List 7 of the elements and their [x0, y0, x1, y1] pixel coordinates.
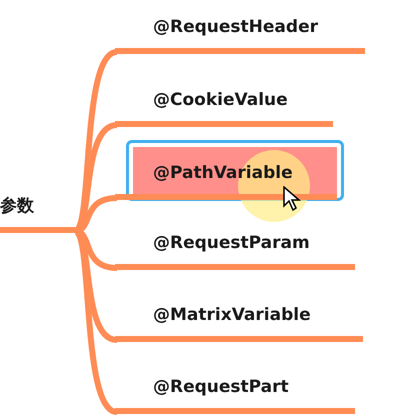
- topic-text: @RequestHeader: [153, 16, 318, 38]
- topic-text: @RequestParam: [153, 232, 310, 254]
- topic-text: @PathVariable: [153, 162, 293, 184]
- topic-text: @RequestPart: [153, 376, 289, 398]
- topic-text: @CookieValue: [153, 88, 288, 112]
- topic-text: @MatrixVariable: [153, 304, 311, 326]
- topic-text: 参数: [0, 194, 34, 218]
